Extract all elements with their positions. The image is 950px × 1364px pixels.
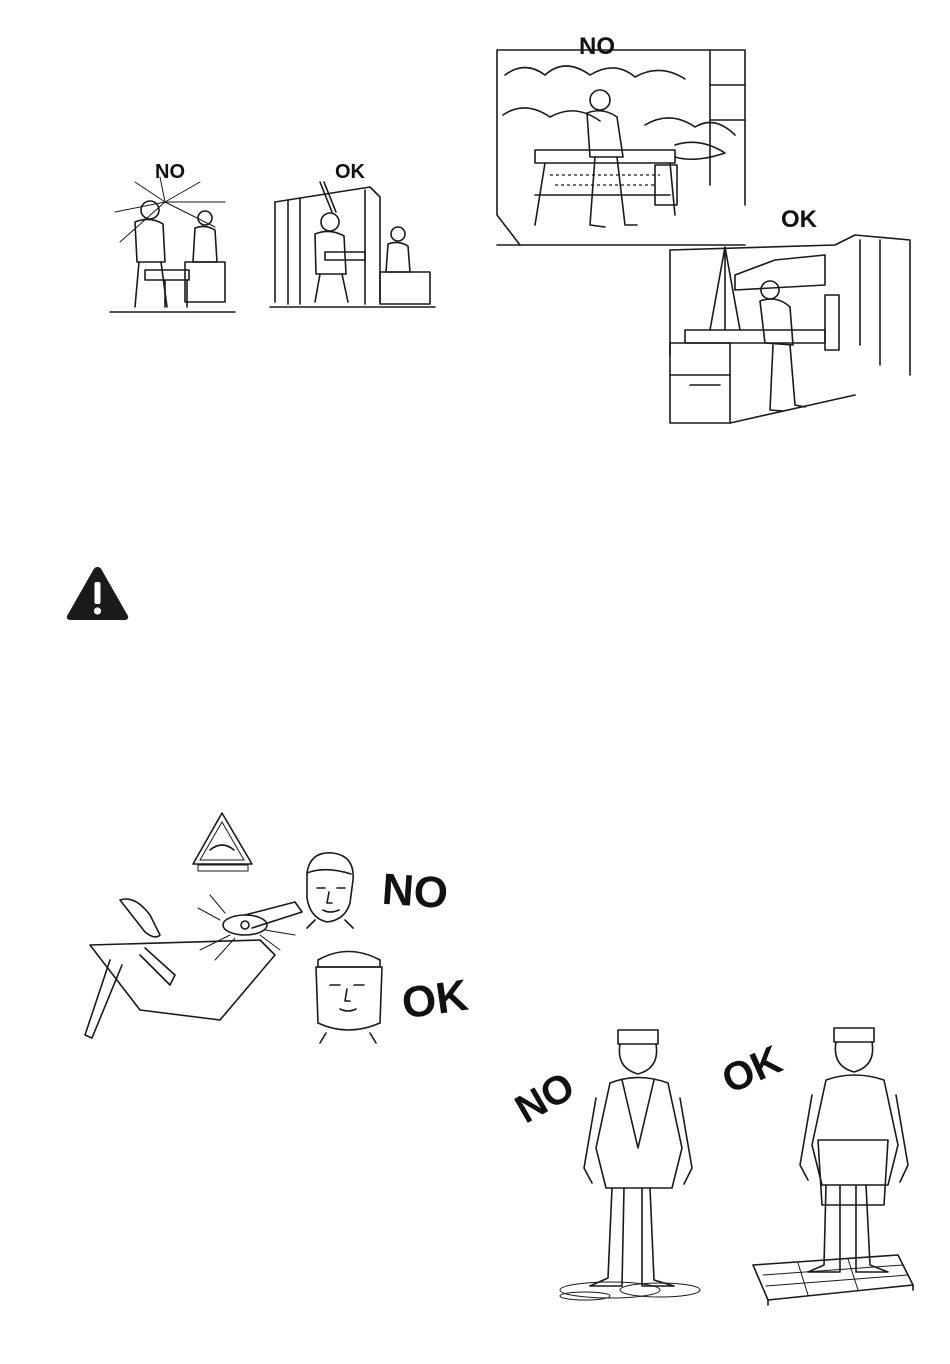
floor-no-drawing — [550, 1028, 710, 1303]
grinding-drawing — [80, 880, 320, 1040]
fumes-no-drawing — [495, 45, 755, 260]
insulation-illustration: NO OK — [510, 1020, 920, 1310]
warning-triangle-icon — [65, 565, 130, 622]
grinding-ok-label: OK — [399, 974, 470, 1027]
screening-no-label: NO — [155, 162, 185, 182]
screening-ok-drawing — [270, 182, 435, 322]
fumes-ok-label: OK — [781, 208, 817, 232]
screening-no-drawing — [105, 182, 245, 322]
eye-protection-sign-icon — [190, 810, 255, 872]
grinding-no-label: NO — [381, 868, 450, 916]
head-unprotected-drawing — [295, 848, 365, 928]
floor-ok-drawing — [748, 1020, 918, 1305]
fumes-ok-drawing — [665, 235, 925, 435]
screening-illustration: NO OK — [100, 150, 440, 325]
fumes-illustration: NO OK — [495, 30, 925, 430]
warning-triangle — [65, 565, 130, 622]
head-face-shield-drawing — [308, 945, 388, 1045]
screening-ok-label: OK — [335, 162, 365, 182]
grinding-illustration: NO OK — [80, 810, 480, 1060]
